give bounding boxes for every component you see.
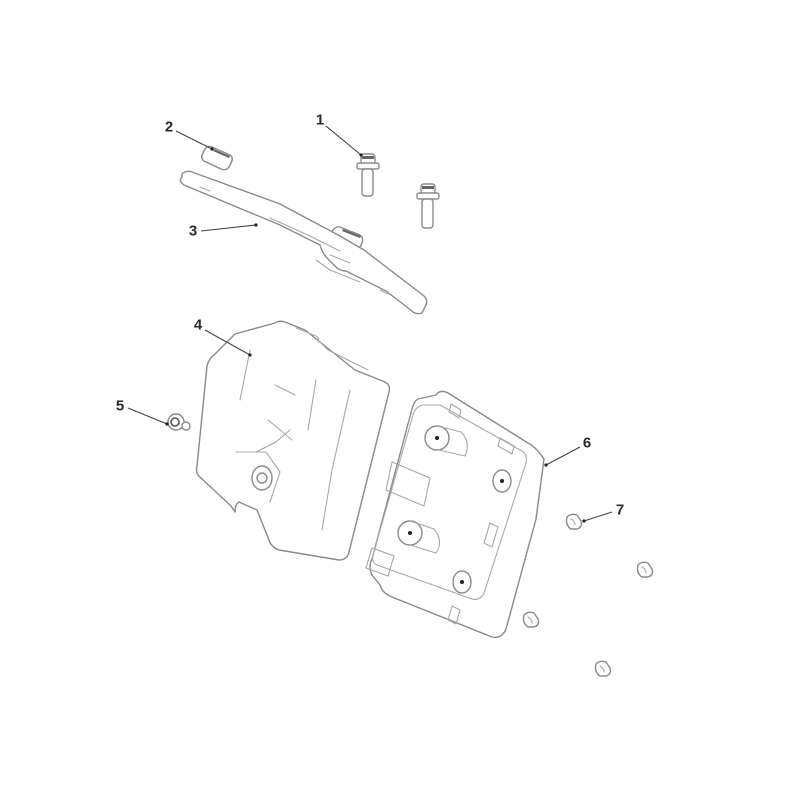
part-4-cover [195,320,391,561]
part-1-screw-second [416,183,440,229]
part-7-clip-third [522,611,540,628]
part-2-sleeve [201,145,233,171]
part-6-housing [365,390,545,639]
leader-lines [127,125,613,523]
part-7-clip-fourth [594,660,612,677]
callout-6: 6 [582,434,592,452]
callout-4: 4 [193,316,203,334]
part-1-screw [356,153,380,197]
callout-1: 1 [315,111,325,129]
callout-3: 3 [188,222,198,240]
callout-5: 5 [115,397,125,415]
callout-2: 2 [164,118,174,136]
part-5-bolt [167,413,191,431]
part-7-clip-second [636,561,654,578]
part-3-mounting-plate [179,170,428,315]
part-7-clip [565,513,583,530]
callout-7: 7 [615,501,625,519]
